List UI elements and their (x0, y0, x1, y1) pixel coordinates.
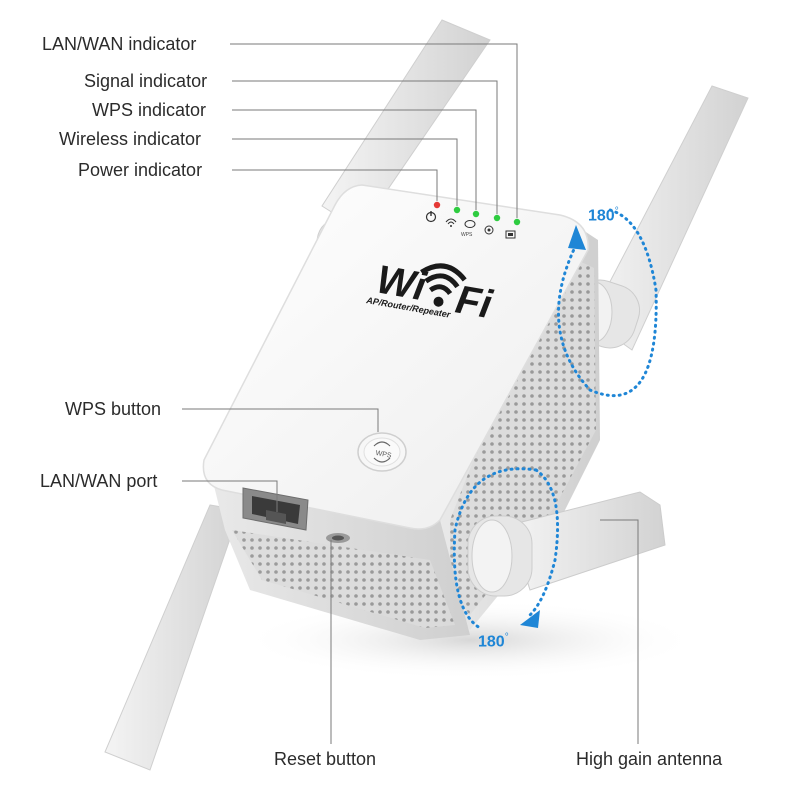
wireless-indicator-label: Wireless indicator (59, 129, 202, 149)
wps-led (472, 210, 480, 218)
power-indicator-label: Power indicator (78, 160, 203, 180)
wifi-icon (420, 263, 467, 307)
leader-power-indicator (232, 169, 438, 201)
leader-lines (182, 43, 639, 744)
power-led (433, 201, 441, 209)
bottom-angle-label: 180° (478, 632, 509, 651)
lan-port-icon (505, 230, 516, 239)
lan-wan-port (242, 487, 309, 531)
leader-signal-indicator (232, 80, 498, 214)
wireless-led (453, 206, 461, 214)
leader-wps-indicator (232, 109, 477, 210)
wps-button[interactable]: WPS (357, 432, 407, 472)
wps-indicator-label: WPS indicator (92, 100, 207, 120)
signal-icon (484, 225, 494, 235)
top-rotation-arrow (557, 208, 658, 398)
leader-lan-wan-indicator (230, 43, 518, 218)
top-angle-label: 180° (588, 206, 619, 225)
wps-button-text: WPS (375, 450, 392, 460)
signal-indicator-label: Signal indicator (84, 71, 208, 91)
lan-wan-led (513, 218, 521, 226)
lan-wan-indicator-label: LAN/WAN indicator (42, 34, 197, 54)
bottom-rotation-arrow (452, 467, 560, 630)
leader-wireless-indicator (232, 138, 458, 206)
wifi-logo: Wi Fi AP/Router/Repeater (365, 258, 496, 328)
wifi-small-icon (445, 218, 457, 227)
lan-wan-port-label: LAN/WAN port (40, 471, 158, 491)
high-gain-antenna (467, 491, 666, 597)
led-row: WPS (425, 201, 521, 239)
leader-high-gain-antenna (600, 519, 639, 744)
leader-lan-wan-port (182, 480, 278, 512)
wps-led-text: WPS (461, 232, 473, 238)
reset-button-label: Reset button (274, 749, 377, 769)
signal-led (493, 214, 501, 222)
left-bottom-antenna (104, 504, 241, 771)
wps-icon: WPS (461, 220, 476, 238)
logo-wi: Wi (373, 258, 429, 310)
power-icon (425, 211, 437, 223)
leader-wps-button (182, 408, 379, 432)
logo-fi: Fi (452, 278, 496, 328)
high-gain-antenna-label: High gain antenna (576, 749, 723, 769)
reset-hole (326, 533, 350, 543)
device-front-face (202, 184, 589, 530)
wps-button-label: WPS button (65, 399, 162, 419)
